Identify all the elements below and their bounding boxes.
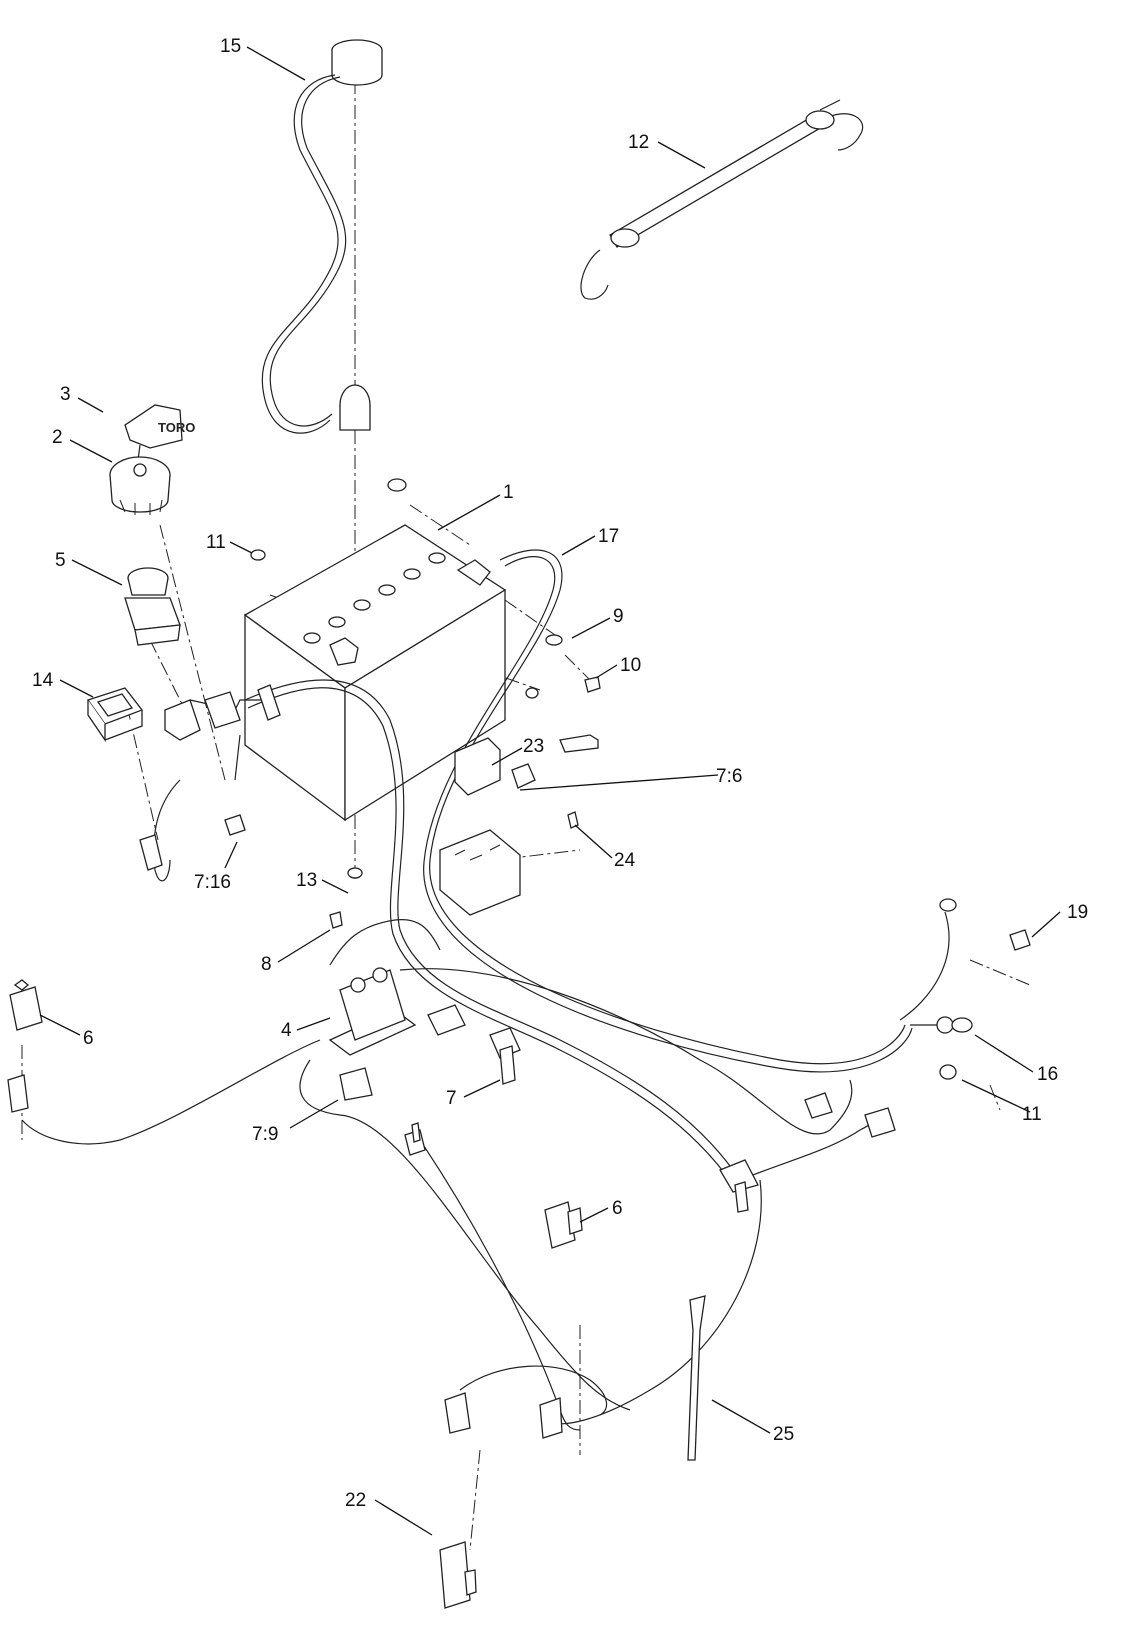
part-1-battery xyxy=(243,524,507,822)
part-3-key: TORO xyxy=(124,404,195,461)
leader-lines xyxy=(39,46,1061,1536)
bolt-10 xyxy=(584,676,601,693)
callout-10: 10 xyxy=(620,655,641,676)
part-14-hour-meter xyxy=(86,687,144,743)
part-7-interlock-switches xyxy=(411,1045,749,1213)
callout-13: 13 xyxy=(296,870,317,891)
part-15-cable xyxy=(261,39,383,434)
callout-7: 7 xyxy=(446,1088,457,1109)
part-5-pto-switch xyxy=(124,567,181,646)
nut-11-top xyxy=(250,549,266,561)
callout-1: 1 xyxy=(503,482,514,503)
callout-7-6: 7:6 xyxy=(716,766,742,787)
part-22-connector xyxy=(439,1392,477,1609)
washer-9 xyxy=(545,634,563,646)
bolt-19 xyxy=(1009,929,1031,951)
callout-24: 24 xyxy=(614,850,636,871)
callout-labels: 15 12 3 2 1 11 17 5 9 10 14 23 7:6 24 7:… xyxy=(32,36,1088,1511)
part-17-battery-cable xyxy=(423,549,954,1073)
harness-connectors xyxy=(139,684,896,1461)
callout-19: 19 xyxy=(1067,902,1088,923)
callout-2: 2 xyxy=(52,427,63,448)
key-brand-label: TORO xyxy=(158,420,195,435)
callout-8: 8 xyxy=(261,954,272,975)
part-23-relay-fuse-block xyxy=(439,737,536,916)
callout-5: 5 xyxy=(55,550,66,571)
washer-top xyxy=(387,478,407,492)
callout-6-right: 6 xyxy=(612,1198,623,1219)
part-2-ignition-switch xyxy=(109,456,171,515)
callout-16: 16 xyxy=(1037,1064,1058,1085)
callout-11-top: 11 xyxy=(206,532,226,553)
part-6-switch-right xyxy=(539,1201,583,1439)
callout-15: 15 xyxy=(220,36,241,57)
callout-7-9: 7:9 xyxy=(252,1124,278,1145)
callout-22: 22 xyxy=(345,1490,366,1511)
hardware xyxy=(250,478,1031,1080)
part-4-solenoid xyxy=(328,967,417,1056)
bolt-8 xyxy=(329,911,343,929)
callout-11-right: 11 xyxy=(1022,1104,1042,1125)
nut-13 xyxy=(347,867,363,879)
callout-3: 3 xyxy=(60,384,71,405)
callout-6-left: 6 xyxy=(83,1028,94,1049)
main-wiring-harness xyxy=(21,679,886,1431)
center-lines xyxy=(21,80,1031,1551)
screw-24 xyxy=(567,811,579,829)
callout-17: 17 xyxy=(598,526,619,547)
callout-12: 12 xyxy=(628,132,649,153)
part-12-hold-down-rod xyxy=(580,99,864,300)
part-6-switch-left xyxy=(7,979,43,1113)
callout-14: 14 xyxy=(32,670,54,691)
callout-7-16: 7:16 xyxy=(194,872,231,893)
nut-11-right xyxy=(939,1064,957,1080)
callout-25: 25 xyxy=(773,1424,794,1445)
callout-9: 9 xyxy=(613,606,624,627)
callout-23: 23 xyxy=(523,736,544,757)
callout-4: 4 xyxy=(281,1020,292,1041)
part-16-ground-cable xyxy=(899,898,973,1033)
